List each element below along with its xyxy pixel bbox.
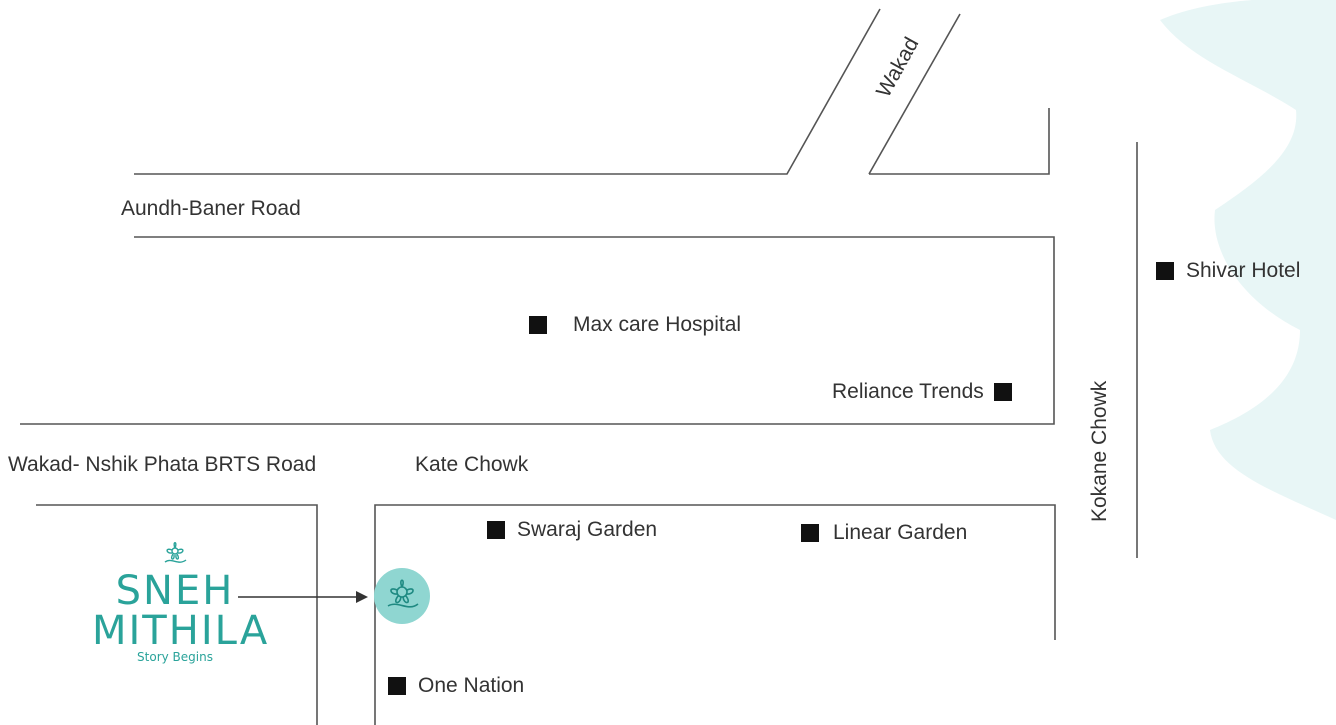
logo-line-1: SNEH bbox=[115, 568, 235, 614]
road-label-kate-chowk: Kate Chowk bbox=[415, 453, 529, 476]
road-label-kokane-chowk: Kokane Chowk bbox=[1088, 380, 1111, 522]
landmark-label: Reliance Trends bbox=[832, 380, 984, 403]
logo-flower-icon bbox=[164, 542, 187, 563]
landmark-reliance[interactable]: Reliance Trends bbox=[832, 380, 1012, 404]
landmark-label: Linear Garden bbox=[833, 521, 968, 544]
road-edge-lower-right bbox=[374, 504, 1056, 725]
landmark-linear[interactable]: Linear Garden bbox=[801, 521, 967, 545]
landmark-label: Shivar Hotel bbox=[1186, 259, 1301, 282]
logo-line-2: MITHILA bbox=[92, 608, 270, 654]
landmark-max-care[interactable]: Max care Hospital bbox=[529, 313, 741, 337]
road-label-wakad-nashik: Wakad- Nshik Phata BRTS Road bbox=[8, 453, 317, 476]
square-marker-icon bbox=[487, 521, 505, 539]
landmark-label: Swaraj Garden bbox=[517, 518, 658, 541]
landmark-label: One Nation bbox=[418, 674, 525, 697]
arrow-right-icon bbox=[238, 591, 368, 603]
landmark-label: Max care Hospital bbox=[573, 313, 742, 336]
landmark-swaraj[interactable]: Swaraj Garden bbox=[487, 518, 657, 542]
road-edge-top bbox=[134, 8, 881, 175]
square-marker-icon bbox=[993, 383, 1012, 401]
road-edge-wakad-right bbox=[869, 108, 1050, 175]
square-marker-icon bbox=[801, 524, 819, 542]
landmark-shivar[interactable]: Shivar Hotel bbox=[1156, 259, 1300, 283]
road-edge-aundh bbox=[20, 236, 1055, 425]
watermark-flower-icon bbox=[1160, 0, 1336, 520]
square-marker-icon bbox=[1156, 262, 1174, 280]
square-marker-icon bbox=[388, 677, 406, 695]
road-edge-lower-left bbox=[36, 504, 318, 725]
flower-pin-icon[interactable] bbox=[374, 568, 430, 624]
brand-logo: SNEH MITHILA Story Begins bbox=[92, 538, 270, 668]
road-edge-wakad bbox=[868, 13, 961, 175]
logo-tagline: Story Begins bbox=[137, 650, 213, 664]
square-marker-icon bbox=[529, 316, 547, 334]
road-label-aundh-baner: Aundh-Baner Road bbox=[121, 197, 301, 220]
landmark-one-nation[interactable]: One Nation bbox=[388, 674, 524, 698]
road-lines bbox=[20, 8, 1138, 725]
